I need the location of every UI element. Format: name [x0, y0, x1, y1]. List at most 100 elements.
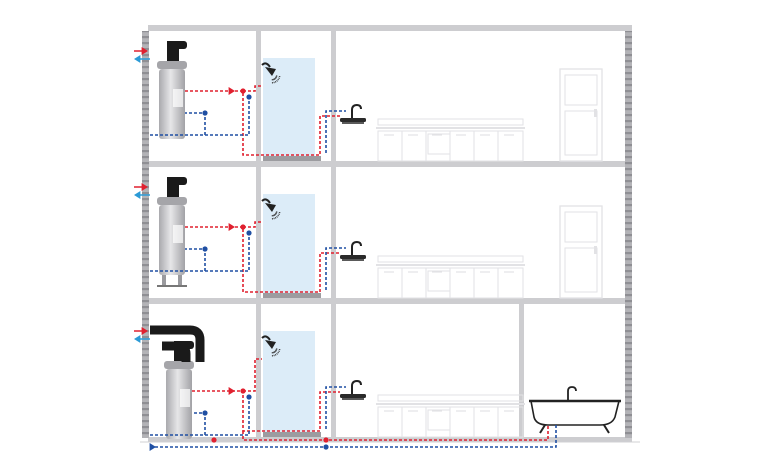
pipe-junction — [246, 394, 252, 400]
shower-rose — [265, 203, 276, 212]
air-intake-arrow-icon — [141, 183, 148, 191]
air-exhaust-arrow-icon — [134, 191, 141, 199]
pipe-junction — [211, 437, 217, 443]
hot-water-bath-feed — [242, 424, 549, 441]
pipe-junction — [240, 224, 246, 230]
tank-cap — [164, 361, 194, 369]
kitchen-cabinets — [376, 394, 525, 438]
water-spray — [272, 351, 276, 358]
shower-head-icon — [261, 335, 282, 359]
kitchen-cabinets — [376, 255, 525, 299]
interior-wall-b — [331, 31, 336, 438]
roof-slab — [148, 25, 632, 31]
tank-foot — [178, 275, 182, 287]
cold-water-main — [150, 424, 557, 448]
shower-tray — [263, 156, 321, 161]
water-spray — [273, 351, 278, 358]
floor-2 — [134, 177, 603, 299]
door — [559, 68, 603, 162]
hot-water-pipe — [185, 90, 340, 156]
sink-base — [342, 122, 364, 124]
water-spray — [275, 211, 282, 214]
pipe-junction — [246, 230, 252, 236]
cold-water-pipe — [150, 248, 206, 272]
cold-water-pipe — [150, 112, 206, 136]
sink-basin — [340, 394, 366, 398]
tank-body — [159, 69, 185, 139]
door-panel-top — [564, 74, 598, 106]
faucet-spout — [351, 379, 362, 394]
air-intake-duct — [150, 325, 205, 362]
door-panel-bottom — [564, 110, 598, 156]
pipe-junction — [202, 410, 208, 416]
heat-pump-water-heater — [157, 41, 187, 139]
cold-water-sink-feed — [325, 386, 346, 429]
water-spray — [274, 77, 279, 83]
duct-elbow — [167, 41, 187, 49]
cold-water-sink-feed — [325, 110, 346, 153]
backsplash — [377, 394, 524, 402]
hot-water-shower-branch — [243, 358, 262, 392]
pipe-junction — [323, 437, 329, 443]
oven — [427, 133, 451, 155]
backsplash — [377, 118, 524, 126]
water-spray — [275, 348, 282, 351]
sink-base — [342, 259, 364, 261]
floor-slab-2 — [148, 298, 632, 304]
hot-flow-arrow-icon — [228, 87, 235, 95]
cold-water-pipe — [150, 412, 206, 436]
backsplash — [377, 255, 524, 263]
pipe-junction — [240, 88, 246, 94]
air-exhaust-arrow-icon — [134, 55, 141, 63]
control-panel — [173, 225, 183, 243]
tank-cap — [157, 61, 187, 69]
tank-foot — [162, 275, 166, 287]
oven — [427, 270, 451, 292]
interior-wall-a — [256, 31, 261, 438]
water-spray — [273, 214, 278, 221]
bathtub — [529, 386, 621, 434]
hot-water-shower-branch — [243, 85, 262, 92]
door-handle — [594, 109, 597, 117]
tank-body — [166, 369, 192, 439]
faucet-icon — [340, 240, 366, 261]
door-panel-bottom — [564, 247, 598, 293]
shower-arm — [261, 198, 271, 204]
interior-wall-c — [519, 304, 524, 438]
tank-stand — [157, 285, 187, 287]
pipe-junction — [240, 388, 246, 394]
water-spray — [273, 78, 278, 85]
shower-head-icon — [261, 62, 282, 86]
right-brick-wall — [625, 31, 632, 438]
air-intake-arrow-icon — [141, 327, 148, 335]
pipe-junction — [202, 110, 208, 116]
air-intake-arrow-icon — [141, 47, 148, 55]
shower-arm — [261, 335, 271, 341]
air-exhaust-arrow-icon — [134, 335, 141, 343]
floor-3 — [134, 41, 603, 162]
door — [559, 205, 603, 299]
oven — [427, 409, 451, 431]
pipe-junction — [202, 246, 208, 252]
water-spray — [274, 213, 281, 218]
shower-tray — [263, 432, 321, 437]
floors-group — [134, 41, 621, 451]
shower-tray — [263, 293, 321, 298]
shower-head-icon — [261, 198, 282, 222]
water-spray — [275, 212, 282, 216]
tank-cap — [157, 197, 187, 205]
water-spray — [275, 349, 282, 353]
heat-pump-water-heater — [157, 177, 187, 287]
water-spray — [274, 77, 281, 82]
faucet-icon — [340, 103, 366, 124]
floor-slab-3 — [148, 161, 632, 167]
door-frame — [559, 205, 603, 299]
duct-elbow — [167, 177, 187, 185]
air-exhaust-duct — [162, 341, 191, 362]
hot-water-shower-branch — [243, 221, 262, 228]
hot-water-pipe — [185, 226, 340, 293]
water-spray — [272, 78, 276, 85]
faucet-icon — [340, 379, 366, 400]
water-spray — [274, 213, 279, 219]
